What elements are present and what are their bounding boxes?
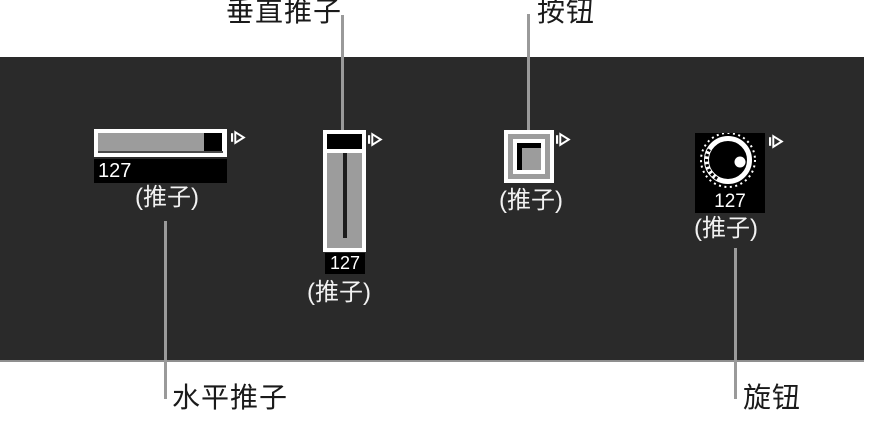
vertical-slider-caption: (推子) <box>307 279 371 306</box>
vertical-slider-centerline <box>342 153 347 238</box>
button-inner-frame <box>513 139 545 174</box>
outlet-arrow-icon <box>231 130 246 145</box>
outlet-arrow-icon <box>368 132 383 147</box>
horizontal-slider-value[interactable]: 127 <box>94 159 227 183</box>
knob-caption: (推子) <box>694 215 758 242</box>
horizontal-slider-track[interactable] <box>98 133 223 153</box>
leader-line-button <box>527 14 530 131</box>
vertical-slider[interactable] <box>323 130 366 252</box>
callout-button: 按钮 <box>537 0 596 27</box>
outlet-arrow-icon <box>556 132 571 147</box>
vertical-slider-gap <box>327 149 362 153</box>
callout-knob: 旋钮 <box>743 382 802 413</box>
horizontal-slider-caption: (推子) <box>135 184 199 211</box>
vertical-slider-thumb[interactable] <box>327 134 362 149</box>
callout-horizontal-slider: 水平推子 <box>172 382 289 413</box>
vertical-slider-value[interactable]: 127 <box>325 253 365 274</box>
button-caption: (推子) <box>499 187 563 214</box>
horizontal-slider[interactable] <box>94 129 227 157</box>
horizontal-slider-thumb[interactable] <box>204 133 222 151</box>
leader-line-horizontal-slider <box>164 221 167 399</box>
leader-line-knob <box>734 248 737 399</box>
knob-dial-icon[interactable] <box>695 132 765 191</box>
button-core <box>522 148 541 170</box>
knob-control[interactable]: 127 <box>695 132 765 213</box>
vertical-slider-track[interactable] <box>327 153 362 248</box>
callout-vertical-slider: 垂直推子 <box>226 0 343 27</box>
leader-line-vertical-slider <box>341 15 344 130</box>
horizontal-slider-fill <box>98 133 205 151</box>
outlet-arrow-icon <box>769 134 784 149</box>
knob-value[interactable]: 127 <box>714 191 746 212</box>
button-control[interactable] <box>504 130 554 183</box>
